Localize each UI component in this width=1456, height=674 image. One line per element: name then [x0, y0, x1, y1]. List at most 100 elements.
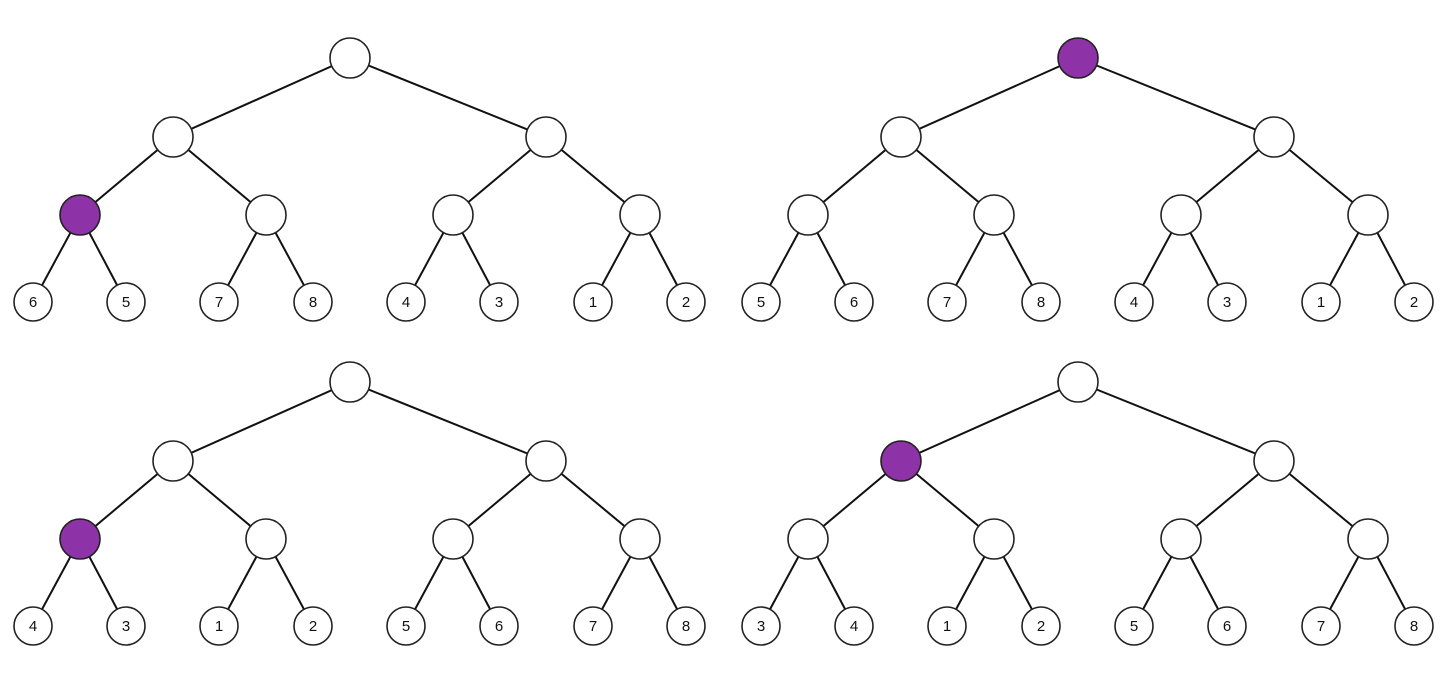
tree-node: [619, 194, 661, 236]
tree-node: [432, 518, 474, 560]
leaf-node: [1394, 606, 1434, 646]
tree-node: [152, 116, 194, 158]
leaf-node: [1394, 282, 1434, 322]
tree-edge: [349, 57, 547, 138]
leaf-node: [293, 282, 333, 322]
leaf-node: [1301, 282, 1341, 322]
tree-edge: [1077, 381, 1275, 462]
leaf-label: 8: [1037, 294, 1045, 311]
tree-node: [1253, 440, 1295, 482]
leaf-node: [834, 606, 874, 646]
leaf-node: [927, 606, 967, 646]
highlighted-node: [1057, 37, 1099, 79]
leaf-label: 4: [402, 294, 410, 311]
highlighted-node: [59, 518, 101, 560]
tree-node: [973, 194, 1015, 236]
leaf-node: [666, 282, 706, 322]
leaf-label: 6: [1223, 618, 1231, 635]
tree-edge: [1077, 57, 1275, 138]
leaf-node: [13, 282, 53, 322]
leaf-label: 4: [29, 618, 37, 635]
leaf-label: 7: [589, 618, 597, 635]
leaf-label: 1: [589, 294, 597, 311]
leaf-node: [199, 606, 239, 646]
leaf-node: [386, 282, 426, 322]
leaf-label: 5: [1130, 618, 1138, 635]
leaf-label: 7: [943, 294, 951, 311]
leaf-node: [1114, 282, 1154, 322]
leaf-label: 1: [215, 618, 223, 635]
leaf-node: [479, 282, 519, 322]
leaf-node: [1021, 282, 1061, 322]
tree-edge: [900, 57, 1079, 138]
leaf-label: 2: [1037, 618, 1045, 635]
leaf-node: [1207, 606, 1247, 646]
leaf-label: 6: [29, 294, 37, 311]
leaf-node: [834, 282, 874, 322]
tree-edge: [172, 381, 351, 462]
leaf-node: [666, 606, 706, 646]
tree-bottom-left: 4 3 1 2 5 6 7 8: [13, 361, 706, 646]
leaf-node: [741, 606, 781, 646]
leaf-node: [927, 282, 967, 322]
leaf-label: 3: [757, 618, 765, 635]
leaf-label: 7: [215, 294, 223, 311]
tree-node: [329, 37, 371, 79]
tree-node: [1160, 518, 1202, 560]
tree-node: [1160, 194, 1202, 236]
tree-top-right: 5 6 7 8 4 3 1 2: [741, 37, 1434, 322]
highlighted-node: [59, 194, 101, 236]
highlighted-node: [880, 440, 922, 482]
tree-node: [787, 518, 829, 560]
leaf-node: [13, 606, 53, 646]
tree-node: [432, 194, 474, 236]
leaf-node: [1114, 606, 1154, 646]
leaf-label: 4: [1130, 294, 1138, 311]
tree-node: [973, 518, 1015, 560]
tree-node: [245, 194, 287, 236]
tree-node: [619, 518, 661, 560]
leaf-node: [1021, 606, 1061, 646]
tree-node: [525, 116, 567, 158]
tree-node: [1253, 116, 1295, 158]
tree-edge: [349, 381, 547, 462]
leaf-label: 5: [757, 294, 765, 311]
leaf-label: 8: [682, 618, 690, 635]
leaf-node: [199, 282, 239, 322]
leaf-label: 4: [850, 618, 858, 635]
leaf-label: 1: [1317, 294, 1325, 311]
leaf-label: 7: [1317, 618, 1325, 635]
leaf-label: 2: [1410, 294, 1418, 311]
tree-edge: [172, 57, 351, 138]
leaf-node: [741, 282, 781, 322]
tree-node: [787, 194, 829, 236]
leaf-label: 5: [402, 618, 410, 635]
leaf-label: 6: [495, 618, 503, 635]
tree-node: [152, 440, 194, 482]
leaf-label: 8: [1410, 618, 1418, 635]
leaf-label: 3: [122, 618, 130, 635]
tree-node: [1347, 194, 1389, 236]
leaf-node: [573, 606, 613, 646]
leaf-node: [479, 606, 519, 646]
leaf-node: [1207, 282, 1247, 322]
leaf-label: 2: [682, 294, 690, 311]
leaf-label: 6: [850, 294, 858, 311]
leaf-label: 5: [122, 294, 130, 311]
leaf-node: [106, 282, 146, 322]
leaf-node: [386, 606, 426, 646]
tree-node: [1347, 518, 1389, 560]
tree-node: [329, 361, 371, 403]
leaf-node: [573, 282, 613, 322]
tree-node: [880, 116, 922, 158]
tree-edge: [900, 381, 1079, 462]
leaf-label: 2: [309, 618, 317, 635]
tree-node: [1057, 361, 1099, 403]
leaf-label: 1: [943, 618, 951, 635]
leaf-node: [293, 606, 333, 646]
tree-node: [245, 518, 287, 560]
leaf-label: 8: [309, 294, 317, 311]
leaf-label: 3: [1223, 294, 1231, 311]
